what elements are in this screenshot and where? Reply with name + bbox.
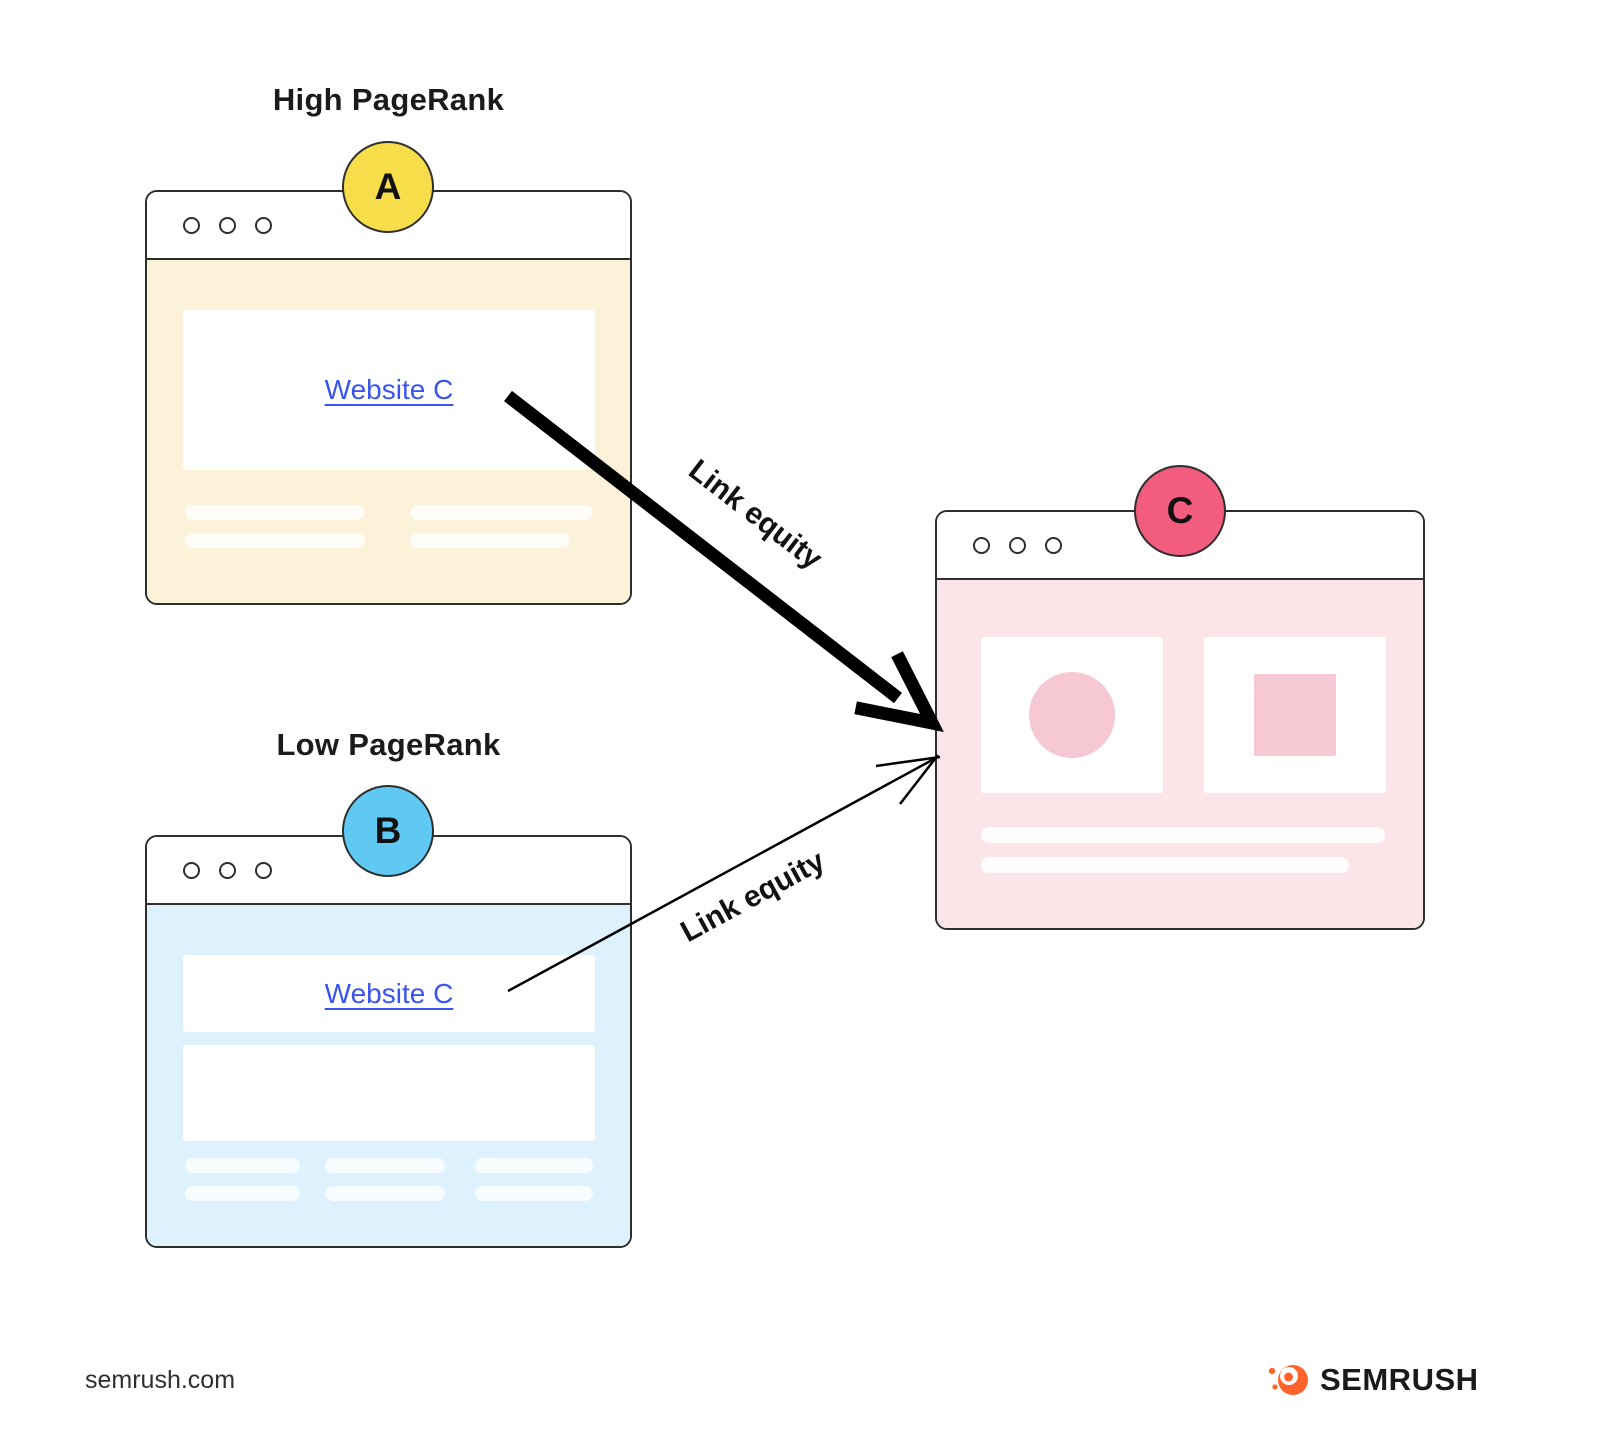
text-placeholder-bar: [185, 533, 365, 548]
semrush-wordmark: SEMRUSH: [1320, 1362, 1479, 1397]
page-badge-b: B: [342, 785, 434, 877]
window-b-content-box: Website C: [183, 955, 595, 1032]
text-placeholder-bar: [325, 1158, 445, 1173]
semrush-icon: [1268, 1365, 1308, 1395]
page-badge-c: C: [1134, 465, 1226, 557]
window-a-content-box: Website C: [183, 310, 595, 470]
text-placeholder-bar: [981, 827, 1385, 843]
browser-window-c: [935, 510, 1425, 930]
window-control-dot: [183, 216, 200, 234]
browser-window-b: Website C: [145, 835, 632, 1248]
text-placeholder-bar: [475, 1158, 593, 1173]
window-b-body: Website C: [147, 905, 630, 1246]
image-placeholder-square: [1254, 674, 1336, 756]
page-badge-a-letter: A: [374, 166, 402, 207]
window-control-dot: [219, 861, 236, 879]
page-badge-c-letter: C: [1166, 490, 1194, 531]
window-b-blank-box: [183, 1045, 595, 1141]
image-placeholder-circle: [1029, 672, 1115, 758]
text-placeholder-bar: [981, 857, 1349, 873]
window-control-dot: [1009, 536, 1026, 554]
window-control-dot: [183, 861, 200, 879]
window-control-dot: [1045, 536, 1062, 554]
high-pagerank-label: High PageRank: [272, 82, 505, 117]
low-pagerank-label: Low PageRank: [276, 727, 501, 762]
text-placeholder-bar: [325, 1186, 445, 1201]
semrush-logo: SEMRUSH: [1266, 1358, 1479, 1402]
source-attribution: semrush.com: [85, 1366, 236, 1394]
window-control-dot: [255, 216, 272, 234]
window-c-media-box-right: [1204, 637, 1386, 793]
text-placeholder-bar: [185, 505, 365, 520]
window-control-dot: [973, 536, 990, 554]
window-control-dot: [255, 861, 272, 879]
window-control-dot: [219, 216, 236, 234]
website-c-link[interactable]: Website C: [324, 374, 454, 405]
page-badge-b-letter: B: [374, 810, 402, 851]
browser-window-a: Website C: [145, 190, 632, 605]
text-placeholder-bar: [410, 533, 570, 548]
link-equity-label-bottom: Link equity: [675, 844, 831, 949]
text-placeholder-bar: [475, 1186, 593, 1201]
text-placeholder-bar: [185, 1186, 300, 1201]
window-c-body: [937, 580, 1423, 928]
window-a-body: Website C: [147, 260, 630, 603]
page-badge-a: A: [342, 141, 434, 233]
text-placeholder-bar: [185, 1158, 300, 1173]
text-placeholder-bar: [410, 505, 593, 520]
website-c-link[interactable]: Website C: [324, 977, 454, 1009]
window-c-media-box-left: [981, 637, 1163, 793]
link-equity-label-top: Link equity: [682, 453, 829, 576]
